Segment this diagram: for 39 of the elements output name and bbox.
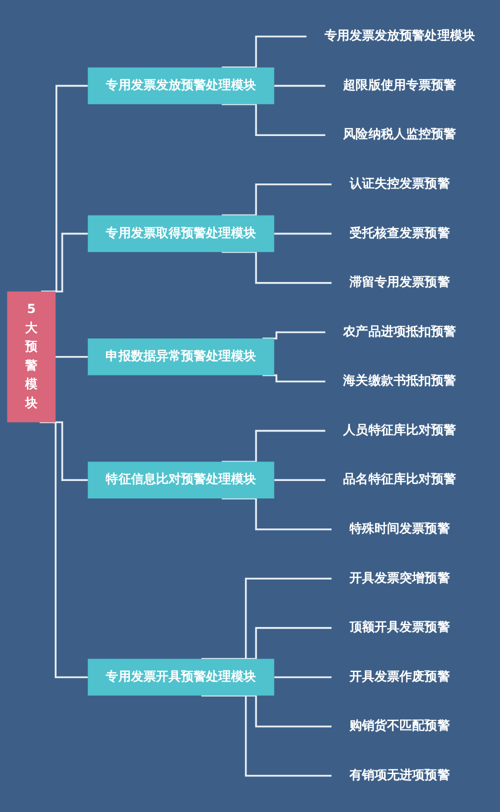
connector-line xyxy=(274,479,326,481)
connector-line xyxy=(274,232,332,234)
connector-line xyxy=(222,430,326,462)
connector-line xyxy=(262,331,326,340)
connector-line xyxy=(222,35,306,68)
connector-line xyxy=(274,676,332,678)
warning-text: 品名特征库比对预警 xyxy=(343,472,456,487)
warning-text: 有销项无进项预警 xyxy=(349,768,450,782)
connector-line xyxy=(222,250,332,284)
warning-text: 受托核查发票预警 xyxy=(349,226,450,240)
warning-text: 认证失控发票预警 xyxy=(349,176,450,191)
warning-text: 专用发票发放预警处理模块 xyxy=(324,28,475,44)
warning-text: 海关缴款书抵扣预警 xyxy=(343,374,456,388)
warning-text: 超限版使用专票预警 xyxy=(343,78,456,92)
module-box: 申报数据异常预警处理模块 xyxy=(88,338,274,376)
warning-text: 风险纳税人监控预警 xyxy=(343,127,456,142)
connector-line xyxy=(56,356,88,358)
connector-line xyxy=(41,84,88,292)
module-box: 专用发票开具预警处理模块 xyxy=(88,658,274,696)
connector-line xyxy=(201,694,332,777)
warning-text: 滞留专用发票预警 xyxy=(349,275,450,290)
connector-line xyxy=(262,374,326,382)
module-box: 专用发票取得预警处理模块 xyxy=(88,215,274,252)
warning-text: 开具发票作废预警 xyxy=(349,669,450,684)
module-box: 特征信息比对预警处理模块 xyxy=(88,462,274,498)
connector-line xyxy=(222,183,332,216)
connector-line xyxy=(201,578,332,660)
warning-text: 农产品进项抵扣预警 xyxy=(343,324,456,339)
warning-text: 人员特征库比对预警 xyxy=(343,423,456,438)
connector-line xyxy=(40,421,88,678)
warning-text: 顶额开具发票预警 xyxy=(349,620,450,634)
warning-text: 购销货不匹配预警 xyxy=(349,718,450,734)
warning-text: 特殊时间发票预警 xyxy=(349,522,450,536)
connector-line xyxy=(52,232,88,292)
connector-line xyxy=(274,84,326,87)
connector-line xyxy=(222,497,332,530)
module-box: 专用发票发放预警处理模块 xyxy=(88,67,274,104)
warning-text: 开具发票突增预警 xyxy=(349,570,450,586)
connector-line xyxy=(222,103,326,136)
